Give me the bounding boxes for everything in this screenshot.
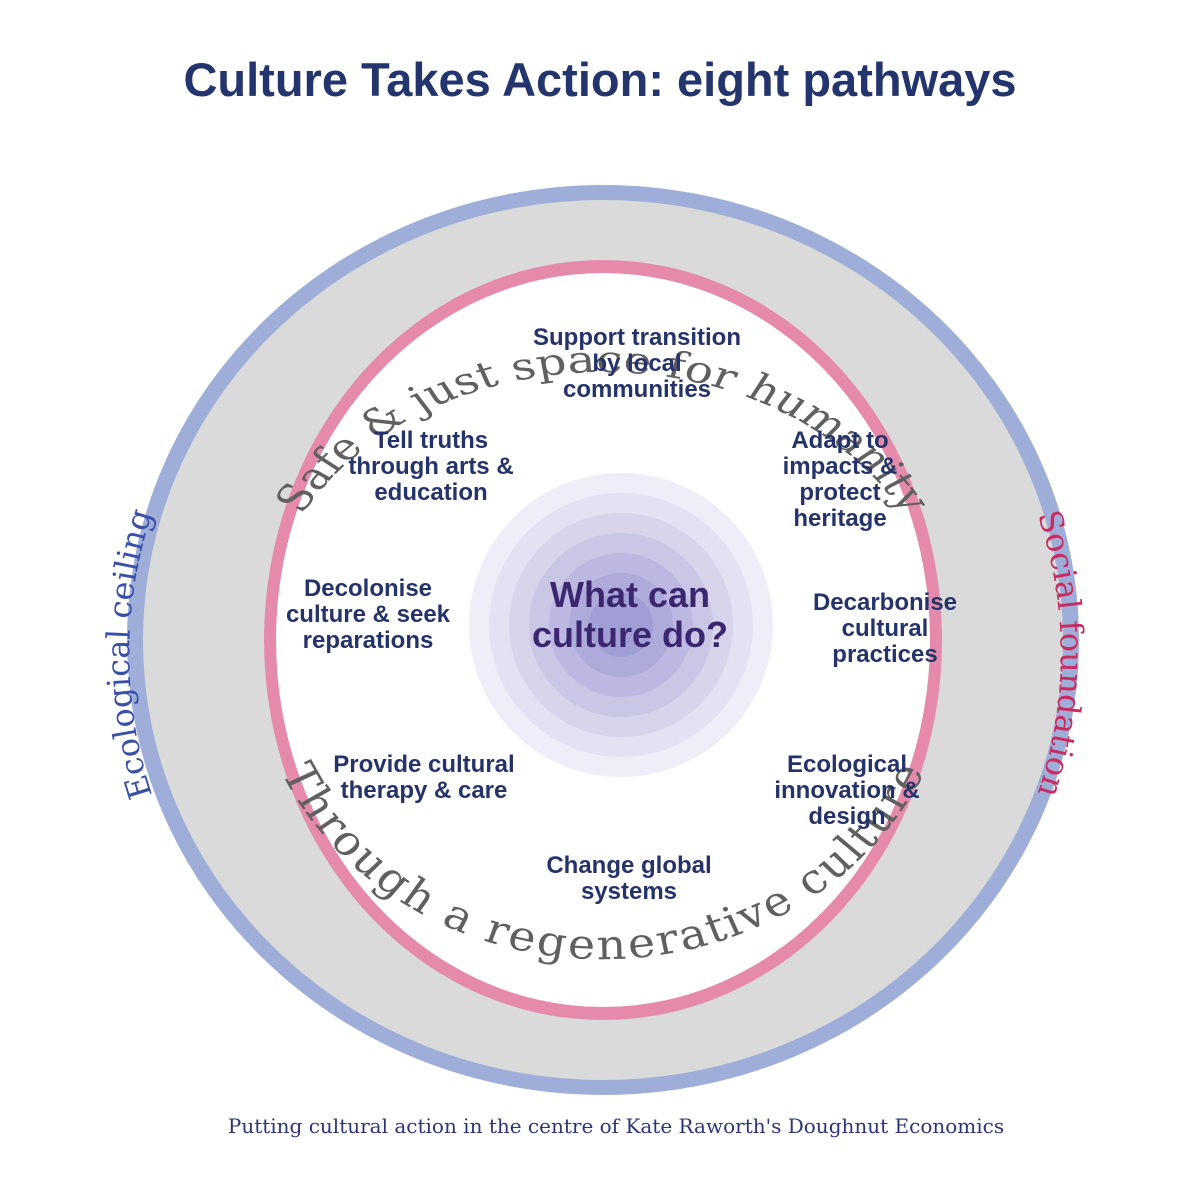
center-question-line: What can <box>549 574 710 615</box>
pathway-change-global: Change global systems <box>509 853 749 905</box>
pathway-line: Ecological <box>786 751 908 778</box>
pathway-line: by local <box>592 350 682 377</box>
pathway-line: therapy & care <box>340 777 508 804</box>
pathway-line: Tell truths <box>373 427 489 454</box>
pathway-adapt: Adapt to impacts & protect heritage <box>730 428 950 532</box>
pathway-tell-truths: Tell truths through arts & education <box>301 428 561 506</box>
pathway-line: culture & seek <box>285 601 451 628</box>
pathway-support-transition: Support transition by local communities <box>497 325 777 403</box>
center-question: What can culture do? <box>470 575 790 655</box>
pathway-line: through arts & <box>348 453 514 480</box>
pathway-ecological-innovation: Ecological innovation & design <box>737 752 957 830</box>
pathway-line: Adapt to <box>791 427 889 454</box>
pathway-line: Change global <box>546 852 712 879</box>
pathway-line: Support transition <box>533 324 741 351</box>
pathway-line: systems <box>580 878 678 905</box>
pathway-line: Decarbonise <box>812 589 958 616</box>
page-title: Culture Takes Action: eight pathways <box>183 53 1017 106</box>
pathway-line: impacts & <box>782 453 898 480</box>
pathway-line: reparations <box>302 627 434 654</box>
pathway-decolonise: Decolonise culture & seek reparations <box>248 576 488 654</box>
pathway-decarbonise: Decarbonise cultural practices <box>770 590 1000 668</box>
pathway-line: design <box>808 803 886 830</box>
pathway-line: protect <box>799 479 881 506</box>
pathway-line: Decolonise <box>303 575 433 602</box>
pathway-line: innovation & <box>774 777 920 804</box>
pathway-line: practices <box>832 641 938 668</box>
caption: Putting cultural action in the centre of… <box>227 1114 1005 1138</box>
pathway-line: cultural <box>841 615 929 642</box>
pathway-line: education <box>374 479 488 506</box>
center-gradient-circles <box>469 473 773 777</box>
pathway-line: Provide cultural <box>333 751 515 778</box>
center-question-line: culture do? <box>532 614 728 655</box>
pathway-line: heritage <box>793 505 887 532</box>
pathway-line: communities <box>562 376 712 403</box>
pathway-cultural-therapy: Provide cultural therapy & care <box>294 752 554 804</box>
